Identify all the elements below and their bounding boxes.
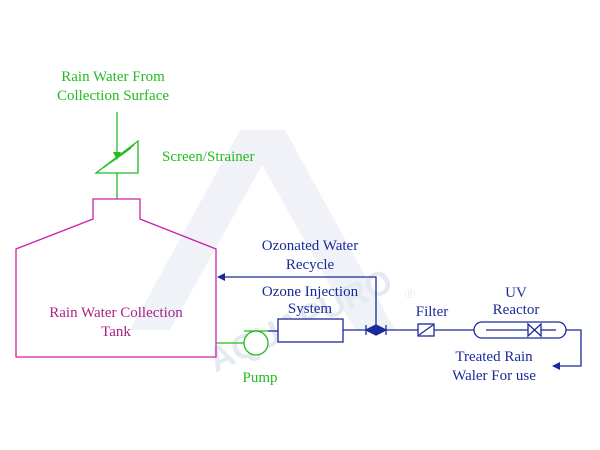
watermark-logo-icon: [130, 130, 395, 330]
watermark-registered-icon: ®: [405, 285, 416, 301]
strainer-symbol: [94, 139, 139, 199]
recycle-label-line1: Ozonated Water: [262, 238, 358, 254]
strainer-label: Screen/Strainer: [162, 149, 254, 165]
recycle-line: [217, 273, 377, 310]
ozone-injection-box: [277, 318, 344, 343]
filter-label: Filter: [416, 304, 449, 320]
recycle-label-line2: Recycle: [286, 257, 335, 273]
watermark: AQUAPURO ®: [130, 130, 416, 380]
output-label-line2: Waler For use: [452, 368, 536, 384]
ozone-label-line2: System: [288, 301, 333, 317]
ozone-label-line1: Ozone Injection: [262, 284, 359, 300]
source-label-line2: Collection Surface: [57, 88, 169, 104]
tank-label-line1: Rain Water Collection: [49, 305, 183, 321]
output-line: [552, 329, 582, 370]
uv-reactor-symbol: [473, 321, 567, 339]
uv-label-line1: UV: [505, 285, 527, 301]
output-label-line1: Treated Rain: [455, 349, 533, 365]
tank-label-line2: Tank: [101, 324, 131, 340]
pump-label: Pump: [242, 370, 277, 386]
pump-symbol: [216, 330, 269, 356]
collection-tank: [15, 198, 217, 358]
filter-symbol: [417, 323, 435, 337]
source-label-line1: Rain Water From: [61, 69, 165, 85]
uv-label-line2: Reactor: [493, 302, 540, 318]
